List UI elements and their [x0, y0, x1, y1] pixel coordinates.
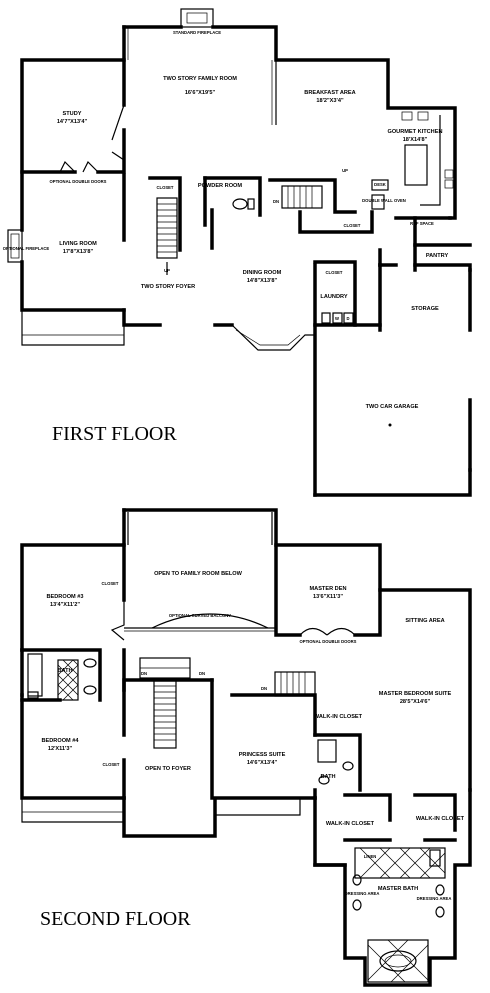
bedroom-3-label: BEDROOM #3	[47, 594, 84, 600]
optional-double-doors-label: OPTIONAL DOUBLE DOORS	[50, 179, 107, 184]
master-walkin-right-label: WALK-IN CLOSET	[416, 816, 465, 822]
princess-bath-label: BATH	[320, 774, 335, 780]
family-room-size: 16'6"X19'5"	[185, 90, 216, 96]
bath-label: BATH	[57, 668, 72, 674]
kitchen-size: 18'X14'8"	[403, 137, 428, 143]
bedroom-4-size: 12'X11'3"	[48, 746, 73, 752]
living-room-label: LIVING ROOM	[59, 241, 97, 247]
oven-label: DOUBLE WALL OVEN	[362, 198, 406, 203]
princess-suite-size: 14'6"X13'4"	[247, 760, 278, 766]
master-walkin-left-label: WALK-IN CLOSET	[326, 821, 375, 827]
den-double-doors-label: OPTIONAL DOUBLE DOORS	[300, 639, 357, 644]
storage-label: STORAGE	[411, 306, 439, 312]
kitchen-up-label: UP	[342, 168, 348, 173]
sitting-area-label: SITTING AREA	[405, 618, 444, 624]
open-family-label: OPEN TO FAMILY ROOM BELOW	[154, 571, 243, 577]
family-room-label: TWO STORY FAMILY ROOM	[163, 76, 237, 82]
powder-room-label: POWDER ROOM	[198, 183, 242, 189]
breakfast-area-label: BREAKFAST AREA	[304, 90, 355, 96]
ref-space-label: REF SPACE	[410, 221, 434, 226]
master-suite-size: 28'5"X14'6"	[400, 699, 431, 705]
dn-label-master: DN	[261, 686, 267, 691]
dryer-label: D	[346, 316, 349, 321]
second-floor-heading: SECOND FLOOR	[40, 908, 191, 930]
master-bath-label: MASTER BATH	[378, 886, 418, 892]
study-label: STUDY	[63, 111, 82, 117]
optional-balcony-label: OPTIONAL CURVED BALCONY	[169, 613, 231, 618]
study-size: 14'7"X13'4"	[57, 119, 88, 125]
foyer-label: TWO STORY FOYER	[141, 284, 195, 290]
dn-label-left: DN	[141, 671, 147, 676]
linen-label: LINEN	[364, 854, 377, 859]
princess-suite-label: PRINCESS SUITE	[239, 752, 286, 758]
master-den-size: 13'6"X11'3"	[313, 594, 343, 600]
dressing-area-right-label: DRESSING AREA	[417, 896, 452, 901]
foyer-up-label: UP	[164, 268, 170, 273]
living-room-size: 17'8"X13'8"	[63, 249, 94, 255]
foyer-closet-label: CLOSET	[157, 185, 174, 190]
second-floor-plan	[20, 508, 472, 987]
master-den-label: MASTER DEN	[310, 586, 347, 592]
desk-label: DESK	[374, 182, 386, 187]
bedroom-3-closet-label: CLOSET	[102, 581, 119, 586]
fireplace-label: STANDARD FIREPLACE	[173, 30, 221, 35]
princess-walkin-label: WALK-IN CLOSET	[314, 714, 363, 720]
master-suite-label: MASTER BEDROOM SUITE	[379, 691, 452, 697]
open-foyer-label: OPEN TO FOYER	[145, 766, 191, 772]
optional-fireplace-label: OPTIONAL FIREPLACE	[3, 246, 50, 251]
first-floor-plan: STANDARD FIREPLACE	[7, 8, 472, 497]
washer-label: W	[335, 316, 339, 321]
pantry-label: PANTRY	[426, 253, 449, 259]
kitchen-label: GOURMET KITCHEN	[387, 129, 442, 135]
bedroom-3-size: 13'4"X11'2"	[50, 602, 80, 608]
dining-room-size: 14'8"X13'8"	[247, 278, 278, 284]
garage-label: TWO CAR GARAGE	[366, 404, 419, 410]
kitchen-closet-label: CLOSET	[344, 223, 361, 228]
laundry-label: LAUNDRY	[320, 294, 347, 300]
first-floor-heading: FIRST FLOOR	[52, 423, 177, 445]
dining-room-label: DINING ROOM	[243, 270, 282, 276]
kitchen-dn-label: DN	[273, 199, 279, 204]
breakfast-area-size: 18'2"X3'4"	[316, 98, 344, 104]
dn-label-right: DN	[199, 671, 205, 676]
bedroom-4-label: BEDROOM #4	[42, 738, 80, 744]
dressing-area-left-label: DRESSING AREA	[345, 891, 380, 896]
bedroom-4-closet-label: CLOSET	[103, 762, 120, 767]
laundry-closet-label: CLOSET	[326, 270, 343, 275]
